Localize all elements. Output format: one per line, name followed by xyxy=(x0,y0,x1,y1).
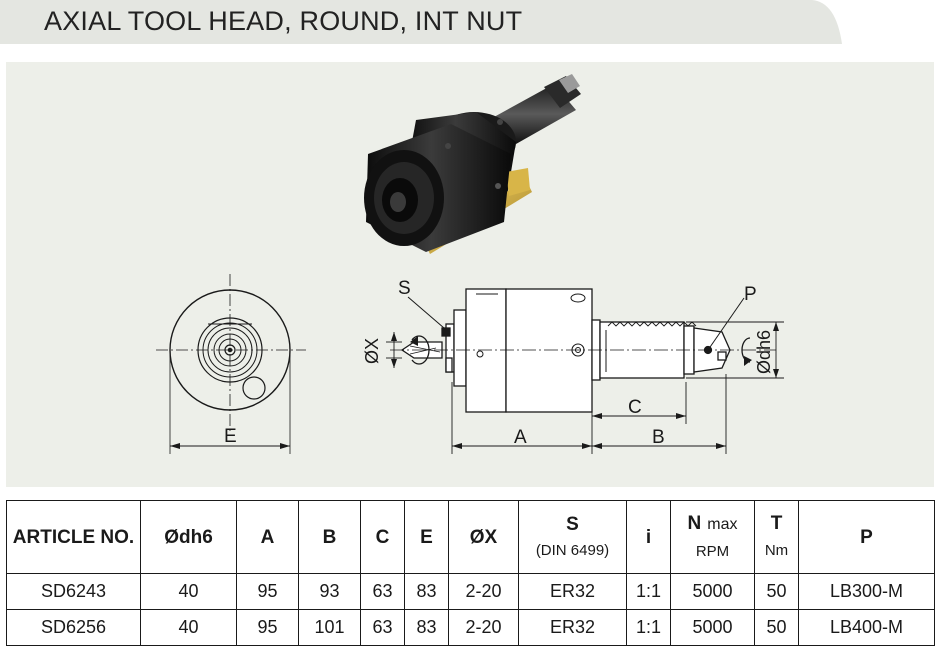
technical-drawing: E xyxy=(156,74,784,454)
header-n-label: N xyxy=(687,512,702,534)
cell-x: 2-20 xyxy=(448,573,519,610)
dim-label-p: P xyxy=(744,284,757,305)
front-view xyxy=(156,274,306,454)
table-header-row: ARTICLE NO. Ødh6 A B C E ØX S (DIN 6499)… xyxy=(6,500,935,574)
cell-x: 2-20 xyxy=(448,609,519,646)
header-i: i xyxy=(626,500,671,574)
cell-t: 50 xyxy=(754,573,799,610)
title-banner-shape xyxy=(0,0,842,44)
cell-t: 50 xyxy=(754,609,799,646)
cell-n: 5000 xyxy=(670,609,755,646)
dim-label-c: C xyxy=(628,397,642,418)
table-row: SD6243 40 95 93 63 83 2-20 ER32 1:1 5000… xyxy=(6,573,935,610)
dim-label-a: A xyxy=(514,427,527,448)
cell-n: 5000 xyxy=(670,573,755,610)
cell-p: LB400-M xyxy=(798,609,935,646)
dim-label-d: Ødh6 xyxy=(754,330,774,374)
header-s-sub: (DIN 6499) xyxy=(535,541,610,559)
header-s-label: S xyxy=(566,513,579,535)
cell-a: 95 xyxy=(236,573,299,610)
cell-s: ER32 xyxy=(518,573,627,610)
cell-article: SD6243 xyxy=(6,573,141,610)
header-article: ARTICLE NO. xyxy=(6,500,141,574)
dim-label-x: ØX xyxy=(362,338,382,364)
header-a: A xyxy=(236,500,299,574)
cell-i: 1:1 xyxy=(626,573,671,610)
cell-article: SD6256 xyxy=(6,609,141,646)
page-title: AXIAL TOOL HEAD, ROUND, INT NUT xyxy=(44,6,523,36)
cell-c: 63 xyxy=(360,609,405,646)
product-photo xyxy=(364,74,581,254)
cell-s: ER32 xyxy=(518,609,627,646)
dim-label-s: S xyxy=(398,278,411,299)
dim-label-b: B xyxy=(652,427,665,448)
spec-table: ARTICLE NO. Ødh6 A B C E ØX S (DIN 6499)… xyxy=(6,500,935,646)
header-x: ØX xyxy=(448,500,519,574)
header-t: T Nm xyxy=(754,500,799,574)
cell-d: 40 xyxy=(140,573,237,610)
cell-e: 83 xyxy=(404,573,449,610)
title-bar: AXIAL TOOL HEAD, ROUND, INT NUT xyxy=(0,0,942,50)
table-row: SD6256 40 95 101 63 83 2-20 ER32 1:1 500… xyxy=(6,609,935,646)
figure-panel: E xyxy=(6,62,934,487)
cell-b: 101 xyxy=(298,609,361,646)
header-c: C xyxy=(360,500,405,574)
cell-a: 95 xyxy=(236,609,299,646)
header-p: P xyxy=(798,500,935,574)
cell-p: LB300-M xyxy=(798,573,935,610)
header-d: Ødh6 xyxy=(140,500,237,574)
header-s: S (DIN 6499) xyxy=(518,500,627,574)
dimension-lines xyxy=(386,321,784,454)
cell-b: 93 xyxy=(298,573,361,610)
side-view xyxy=(390,288,776,413)
header-n-sup: max xyxy=(707,515,738,533)
cell-i: 1:1 xyxy=(626,609,671,646)
header-n-unit: RPM xyxy=(695,542,730,560)
cell-c: 63 xyxy=(360,573,405,610)
header-t-label: T xyxy=(770,513,783,534)
header-b: B xyxy=(298,500,361,574)
cell-e: 83 xyxy=(404,609,449,646)
header-e: E xyxy=(404,500,449,574)
cell-d: 40 xyxy=(140,609,237,646)
dim-label-e: E xyxy=(224,426,237,447)
header-t-unit: Nm xyxy=(764,542,789,559)
